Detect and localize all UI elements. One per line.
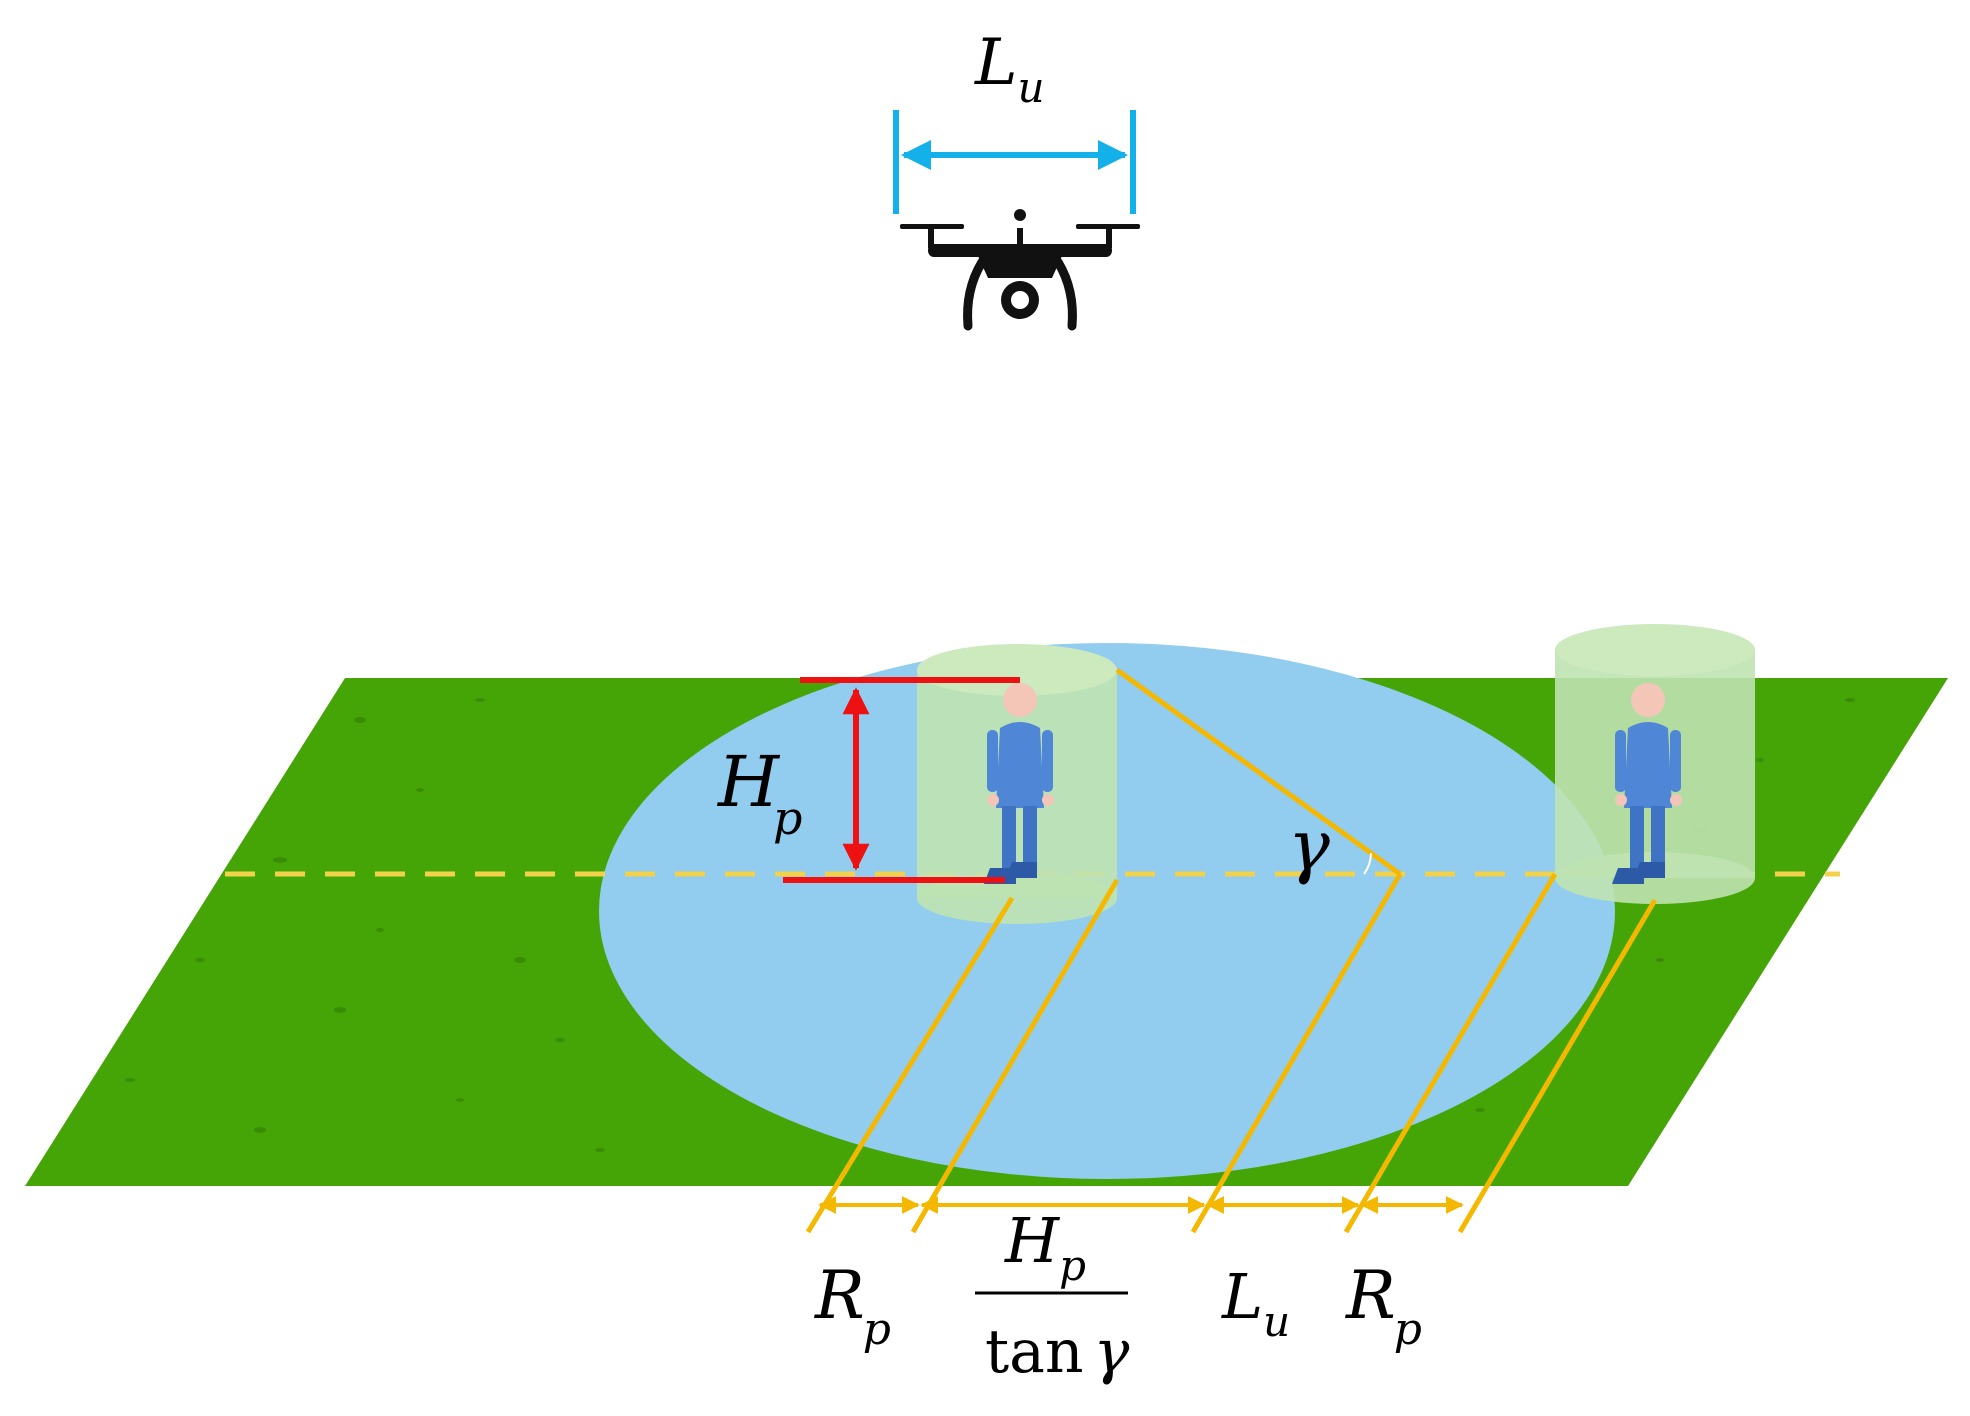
angle-arc: [1363, 852, 1372, 875]
uav-width-dimension: [893, 110, 1136, 214]
projection-lines: [805, 872, 1658, 1234]
width-bottom-label: Lu: [1221, 1260, 1290, 1346]
drone-icon: [900, 209, 1140, 331]
radius-right-label: Rp: [1345, 1257, 1422, 1355]
person-icon: [1612, 683, 1682, 884]
angle-label: γ: [1288, 805, 1330, 887]
svg-text:Hp: Hp: [1004, 1204, 1086, 1290]
height-label: Hp: [716, 741, 803, 845]
radius-left-label: Rp: [814, 1257, 891, 1355]
uav-width-label: Lu: [974, 26, 1045, 112]
height-dimension: [783, 677, 1020, 883]
person-icon: [984, 683, 1054, 884]
sight-line: [1115, 667, 1402, 877]
